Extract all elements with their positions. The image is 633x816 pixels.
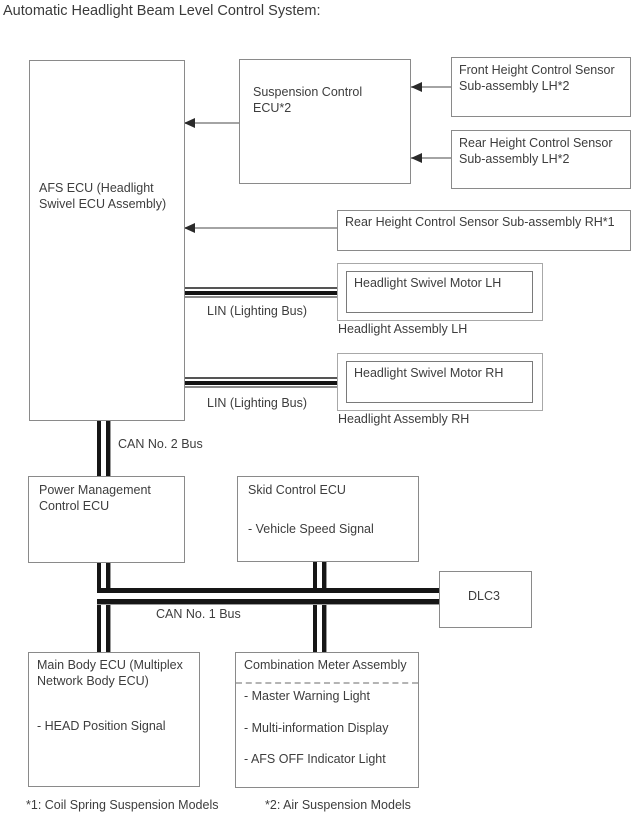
- can-no1-bus-label: CAN No. 1 Bus: [156, 607, 241, 621]
- skid-control-ecu-box: Skid Control ECU - Vehicle Speed Signal: [237, 476, 419, 562]
- can-no2-bus-vertical: [97, 420, 111, 477]
- arrowhead-left-icon: [184, 118, 195, 128]
- main-body-ecu-box: Main Body ECU (Multiplex Network Body EC…: [28, 652, 200, 787]
- arrow-rear-sensor-lh-to-suspension: [411, 153, 451, 163]
- can-no2-bus-label: CAN No. 2 Bus: [118, 437, 203, 451]
- front-height-sensor-box: Front Height Control Sensor Sub-assembly…: [451, 57, 631, 117]
- combination-meter-title: Combination Meter Assembly: [244, 658, 407, 672]
- skid-control-ecu-title: Skid Control ECU: [248, 483, 346, 497]
- headlight-assembly-rh-label: Headlight Assembly RH: [338, 412, 470, 426]
- afs-ecu-label: AFS ECU (Headlight Swivel ECU Assembly): [39, 181, 167, 211]
- front-height-sensor-label: Front Height Control Sensor Sub-assembly…: [459, 63, 615, 93]
- rear-height-sensor-rh-box: Rear Height Control Sensor Sub-assembly …: [337, 210, 631, 251]
- headlight-motor-rh-box: Headlight Swivel Motor RH: [346, 361, 533, 403]
- arrowhead-left-icon: [184, 223, 195, 233]
- headlight-assembly-rh-box: Headlight Swivel Motor RH: [337, 353, 543, 411]
- lin-bus-lh: [184, 287, 346, 298]
- headlight-motor-rh-label: Headlight Swivel Motor RH: [354, 366, 504, 380]
- arrow-suspension-to-afs: [184, 118, 239, 128]
- dashed-separator: [236, 682, 418, 684]
- headlight-assembly-lh-label: Headlight Assembly LH: [338, 322, 468, 336]
- headlight-motor-lh-label: Headlight Swivel Motor LH: [354, 276, 502, 290]
- suspension-ecu-box: Suspension Control ECU*2: [239, 59, 411, 184]
- can-bus-vertical-right: [313, 561, 327, 653]
- power-management-ecu-label: Power Management Control ECU: [39, 483, 151, 513]
- head-position-signal-label: - HEAD Position Signal: [37, 719, 166, 733]
- arrow-line: [411, 86, 451, 88]
- page-title: Automatic Headlight Beam Level Control S…: [3, 3, 321, 19]
- lin-bus-rh: [184, 377, 346, 388]
- multi-information-display-label: - Multi-information Display: [244, 721, 389, 735]
- vehicle-speed-signal-label: - Vehicle Speed Signal: [248, 522, 374, 536]
- lin-bus-rh-label: LIN (Lighting Bus): [207, 396, 308, 410]
- arrow-line: [184, 227, 337, 229]
- headlight-assembly-lh-box: Headlight Swivel Motor LH: [337, 263, 543, 321]
- arrow-line: [411, 157, 451, 159]
- footnote-2: *2: Air Suspension Models: [265, 798, 411, 812]
- rear-height-sensor-lh-label: Rear Height Control Sensor Sub-assembly …: [459, 136, 613, 166]
- arrow-rear-sensor-rh-to-afs: [184, 223, 337, 233]
- afs-ecu-box: AFS ECU (Headlight Swivel ECU Assembly): [29, 60, 185, 421]
- combination-meter-box: Combination Meter Assembly - Master Warn…: [235, 652, 419, 788]
- rear-height-sensor-rh-label: Rear Height Control Sensor Sub-assembly …: [345, 215, 615, 229]
- footnote-1: *1: Coil Spring Suspension Models: [26, 798, 219, 812]
- can-bus-vertical-left-lower: [97, 562, 111, 653]
- dlc3-box: DLC3: [439, 571, 532, 628]
- arrowhead-left-icon: [411, 153, 422, 163]
- dlc3-label: DLC3: [468, 589, 500, 603]
- master-warning-light-label: - Master Warning Light: [244, 689, 370, 703]
- afs-off-indicator-label: - AFS OFF Indicator Light: [244, 752, 386, 766]
- arrow-front-sensor-to-suspension: [411, 82, 451, 92]
- rear-height-sensor-lh-box: Rear Height Control Sensor Sub-assembly …: [451, 130, 631, 189]
- suspension-ecu-label: Suspension Control ECU*2: [253, 85, 363, 115]
- arrowhead-left-icon: [411, 82, 422, 92]
- power-management-ecu-box: Power Management Control ECU: [28, 476, 185, 563]
- can-no1-bus-horizontal: [97, 588, 439, 605]
- lin-bus-lh-label: LIN (Lighting Bus): [207, 304, 308, 318]
- headlight-motor-lh-box: Headlight Swivel Motor LH: [346, 271, 533, 313]
- main-body-ecu-title: Main Body ECU (Multiplex Network Body EC…: [37, 658, 183, 688]
- arrow-line: [184, 122, 239, 124]
